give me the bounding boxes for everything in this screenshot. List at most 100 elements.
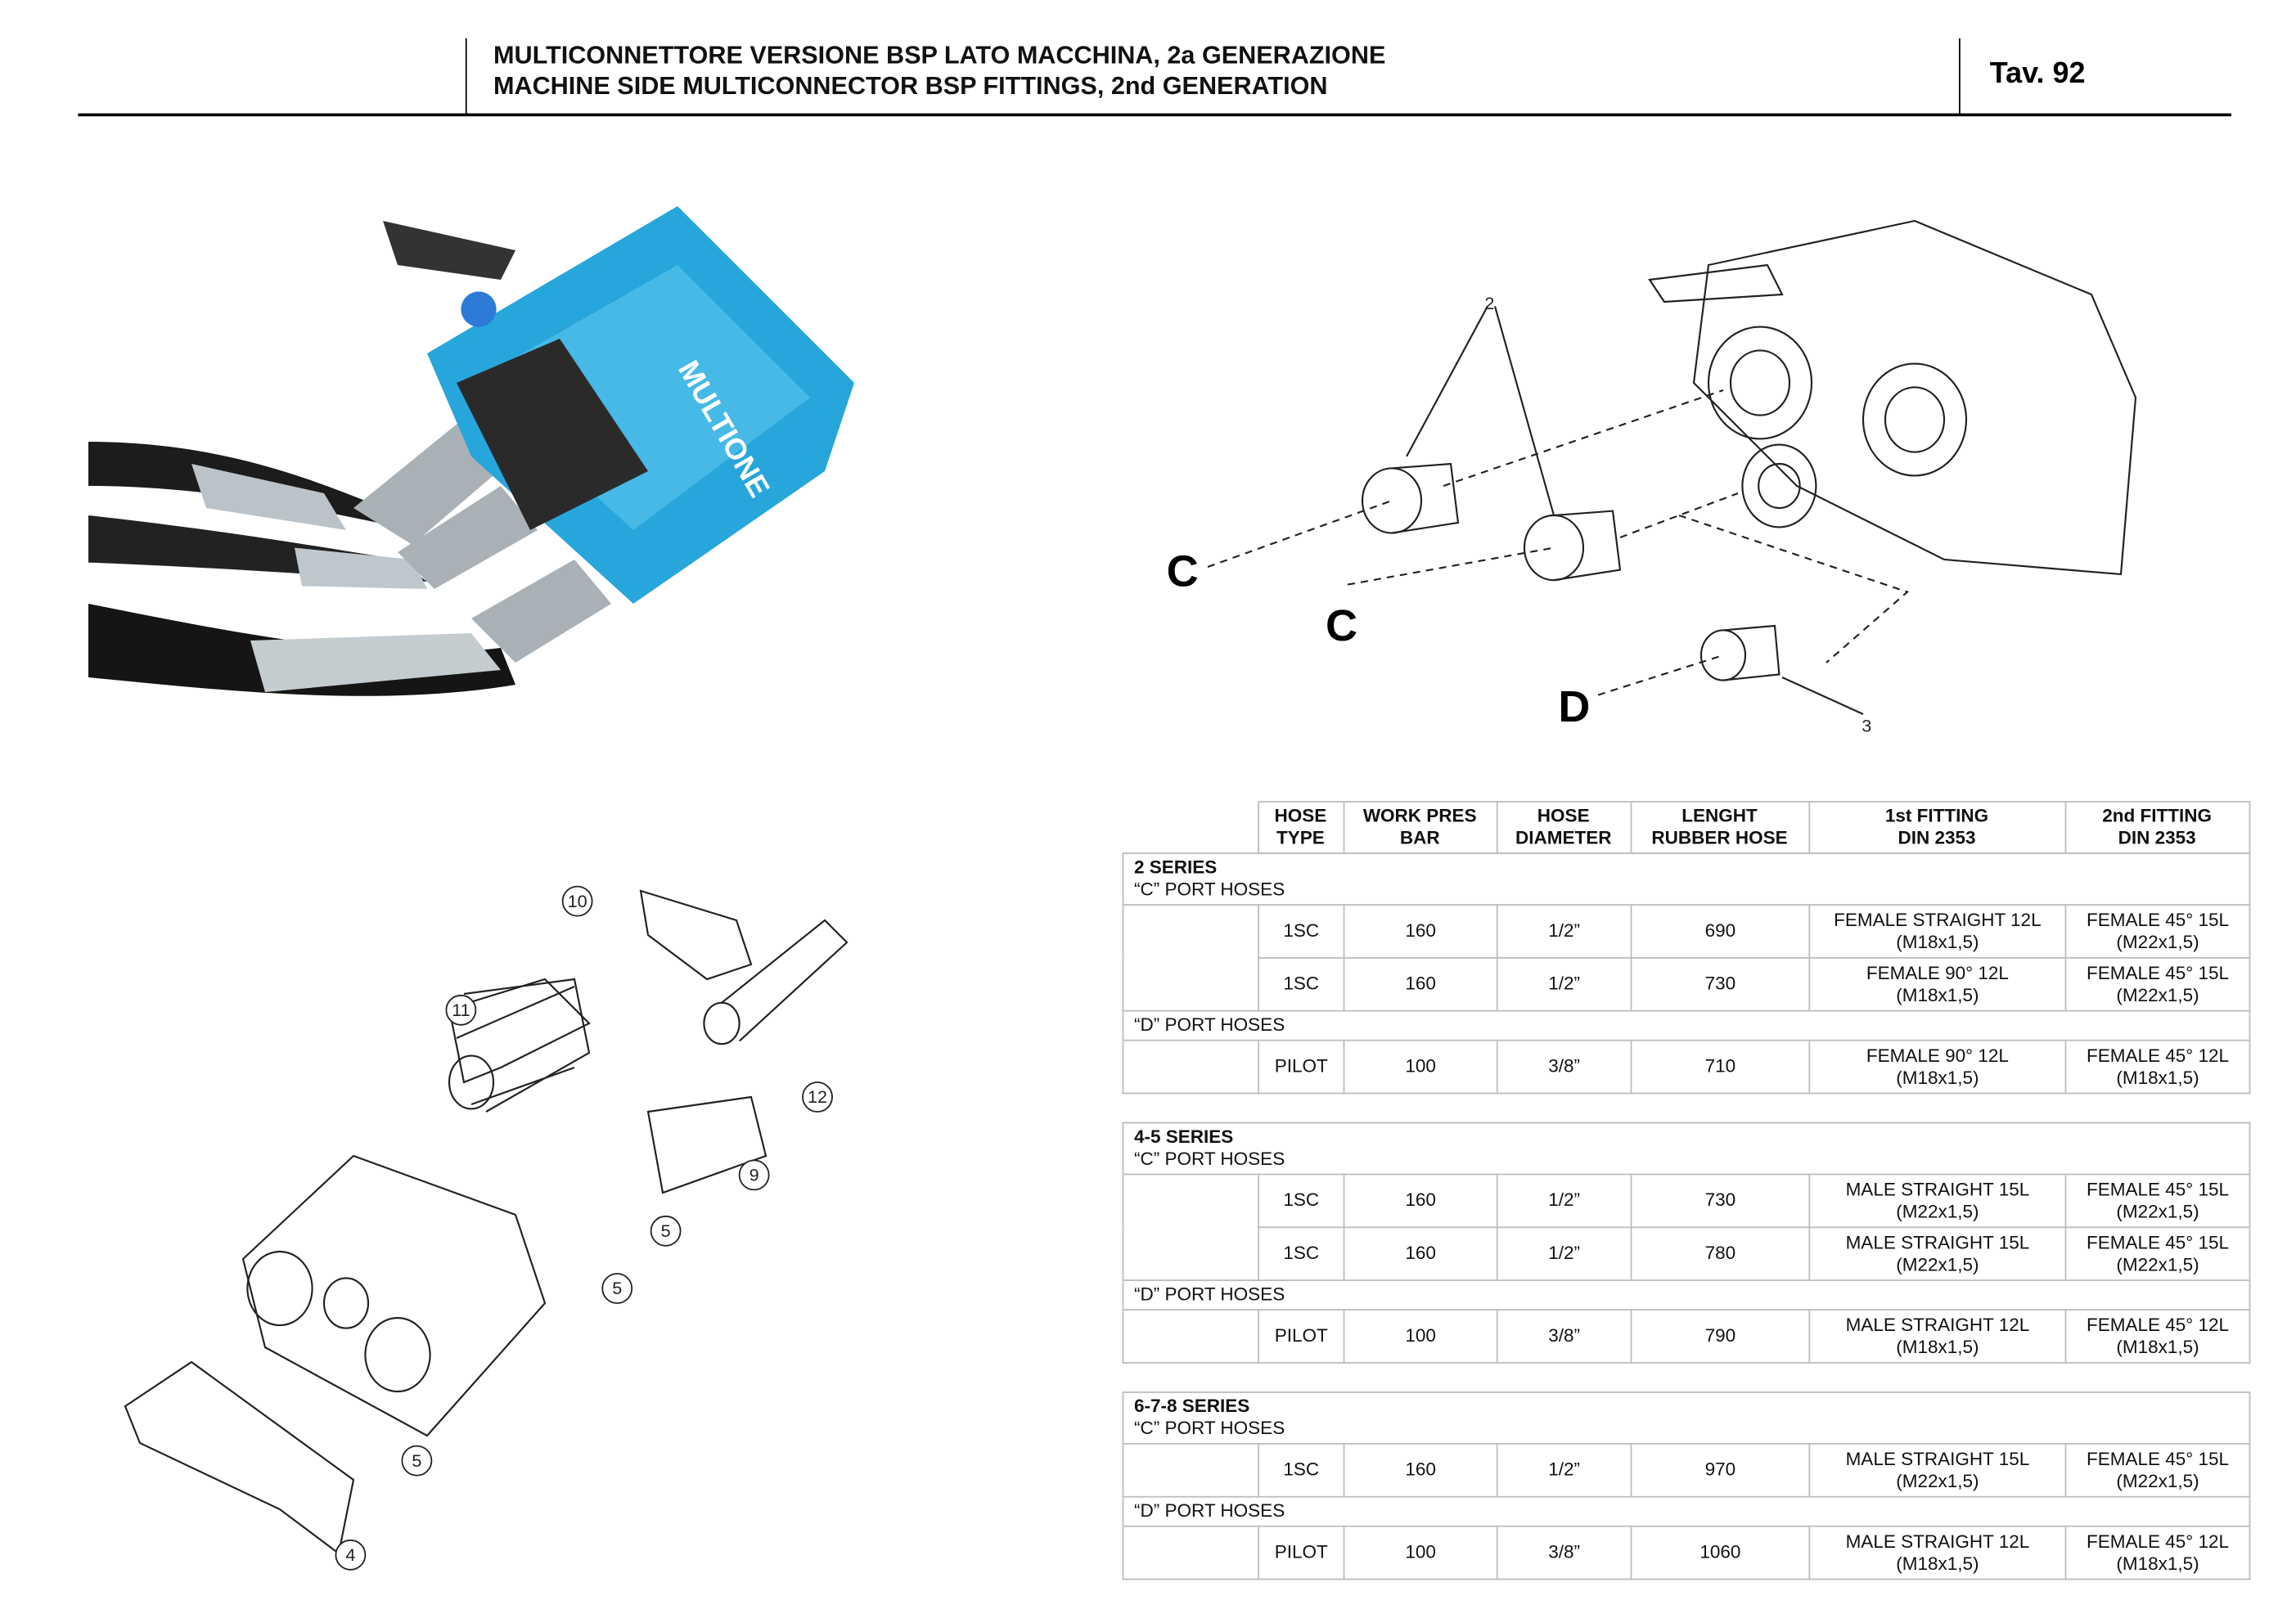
fitting-thread: (M18x1,5) (1896, 1067, 1979, 1088)
port-label: “D” PORT HOSES (1122, 1279, 2251, 1311)
table-cell: 780 (1630, 1226, 1811, 1281)
table-cell: 1SC (1258, 904, 1345, 959)
fitting-name: FEMALE 45° 15L (2086, 909, 2230, 930)
port-d-label: D (1558, 682, 1590, 731)
column-header-line: BAR (1399, 827, 1440, 848)
header-divider (465, 38, 467, 115)
port-label: “D” PORT HOSES (1122, 1009, 2251, 1041)
fitting-thread: (M22x1,5) (2116, 1200, 2199, 1222)
column-header (1122, 802, 1259, 854)
table-cell: 1060 (1630, 1525, 1811, 1580)
table-cell: 1SC (1258, 1442, 1345, 1498)
second-fitting-cell: FEMALE 45° 15L(M22x1,5) (2064, 957, 2251, 1012)
second-fitting-cell: FEMALE 45° 12L(M18x1,5) (2064, 1309, 2251, 1364)
empty-cell (1122, 1173, 1259, 1281)
series-name: 2 SERIES (1134, 856, 1218, 878)
table-cell: 1/2” (1496, 904, 1632, 959)
fitting-name: FEMALE 45° 12L (2086, 1531, 2230, 1552)
table-cell: 160 (1343, 1173, 1498, 1229)
first-fitting-cell: MALE STRAIGHT 15L(M22x1,5) (1808, 1226, 2067, 1281)
callout-11: 11 (452, 1000, 470, 1020)
port-c-label: C (1167, 546, 1199, 596)
fitting-name: FEMALE 90° 12L (1866, 962, 2009, 983)
fitting-name: MALE STRAIGHT 12L (1845, 1314, 2030, 1335)
fitting-name: MALE STRAIGHT 15L (1845, 1231, 2030, 1252)
empty-cell (1122, 1039, 1259, 1095)
table-cell: PILOT (1258, 1039, 1345, 1095)
table-cell: 690 (1630, 904, 1811, 959)
table-cell: 3/8” (1496, 1039, 1632, 1095)
second-fitting-cell: FEMALE 45° 15L(M22x1,5) (2064, 1226, 2251, 1281)
table-cell: 710 (1630, 1039, 1811, 1095)
first-fitting-cell: MALE STRAIGHT 15L(M22x1,5) (1808, 1173, 2067, 1229)
column-header-line: DIN 2353 (1898, 827, 1976, 848)
callout-12: 12 (808, 1086, 827, 1107)
callout-5: 5 (661, 1221, 671, 1241)
fitting-thread: (M22x1,5) (1896, 1200, 1979, 1222)
header-divider (1959, 38, 1961, 115)
fitting-thread: (M18x1,5) (1896, 1553, 1979, 1574)
fitting-name: MALE STRAIGHT 15L (1845, 1178, 2030, 1200)
first-fitting-cell: FEMALE STRAIGHT 12L(M18x1,5) (1808, 904, 2067, 959)
table-cell: PILOT (1258, 1525, 1345, 1580)
series-name: 6-7-8 SERIES (1134, 1396, 1250, 1417)
series-name: 4-5 SERIES (1134, 1126, 1234, 1148)
port-label: “D” PORT HOSES (1122, 1495, 2251, 1527)
fitting-name: FEMALE 45° 15L (2086, 962, 2230, 983)
port-c-label: C (1326, 601, 1357, 650)
table-number: Tav. 92 (1989, 57, 2086, 90)
table-cell: PILOT (1258, 1309, 1345, 1364)
table-cell: 3/8” (1496, 1525, 1632, 1580)
table-cell: 790 (1630, 1309, 1811, 1364)
callout-5: 5 (412, 1450, 421, 1471)
table-cell: 730 (1630, 957, 1811, 1012)
fitting-thread: (M18x1,5) (2116, 1067, 2199, 1088)
callout-2: 2 (1484, 293, 1494, 313)
fitting-name: FEMALE 45° 15L (2086, 1178, 2230, 1200)
table-cell: 1/2” (1496, 1442, 1632, 1498)
table-cell: 100 (1343, 1525, 1498, 1580)
column-header-line: DIAMETER (1515, 827, 1612, 848)
empty-cell (1122, 1442, 1259, 1498)
fitting-thread: (M18x1,5) (1896, 931, 1979, 952)
column-header-line: WORK PRES (1362, 805, 1477, 826)
table-cell: 160 (1343, 957, 1498, 1012)
table-cell: 160 (1343, 904, 1498, 959)
title-italian: MULTICONNETTORE VERSIONE BSP LATO MACCHI… (493, 41, 1386, 70)
first-fitting-cell: FEMALE 90° 12L(M18x1,5) (1808, 1039, 2067, 1095)
column-header-line: HOSE (1537, 805, 1590, 826)
callout-3: 3 (1862, 716, 1871, 736)
port-label: “C” PORT HOSES (1134, 1149, 1285, 1170)
fitting-thread: (M18x1,5) (1896, 1336, 1979, 1357)
table-cell: 1/2” (1496, 1173, 1632, 1229)
fitting-name: FEMALE 45° 12L (2086, 1314, 2230, 1335)
table-cell: 1SC (1258, 957, 1345, 1012)
column-header-line: HOSE (1274, 805, 1327, 826)
series-label: 6-7-8 SERIES“C” PORT HOSES (1122, 1391, 2251, 1445)
fitting-name: FEMALE 45° 15L (2086, 1231, 2230, 1252)
first-fitting-cell: FEMALE 90° 12L(M18x1,5) (1808, 957, 2067, 1012)
table-cell: 730 (1630, 1173, 1811, 1229)
series-label: 4-5 SERIES“C” PORT HOSES (1122, 1122, 2251, 1176)
assembly-diagram: 2 3 C C D (1167, 219, 2137, 736)
column-header-line: DIN 2353 (2118, 827, 2196, 848)
port-label: “C” PORT HOSES (1134, 879, 1285, 900)
fitting-thread: (M18x1,5) (2116, 1336, 2199, 1357)
empty-cell (1122, 1525, 1259, 1580)
column-header-line: 1st FITTING (1884, 805, 1989, 826)
product-photo: MULTIONE (88, 206, 854, 696)
table-cell: 1SC (1258, 1226, 1345, 1281)
column-header-line: LENGHT (1681, 805, 1758, 826)
